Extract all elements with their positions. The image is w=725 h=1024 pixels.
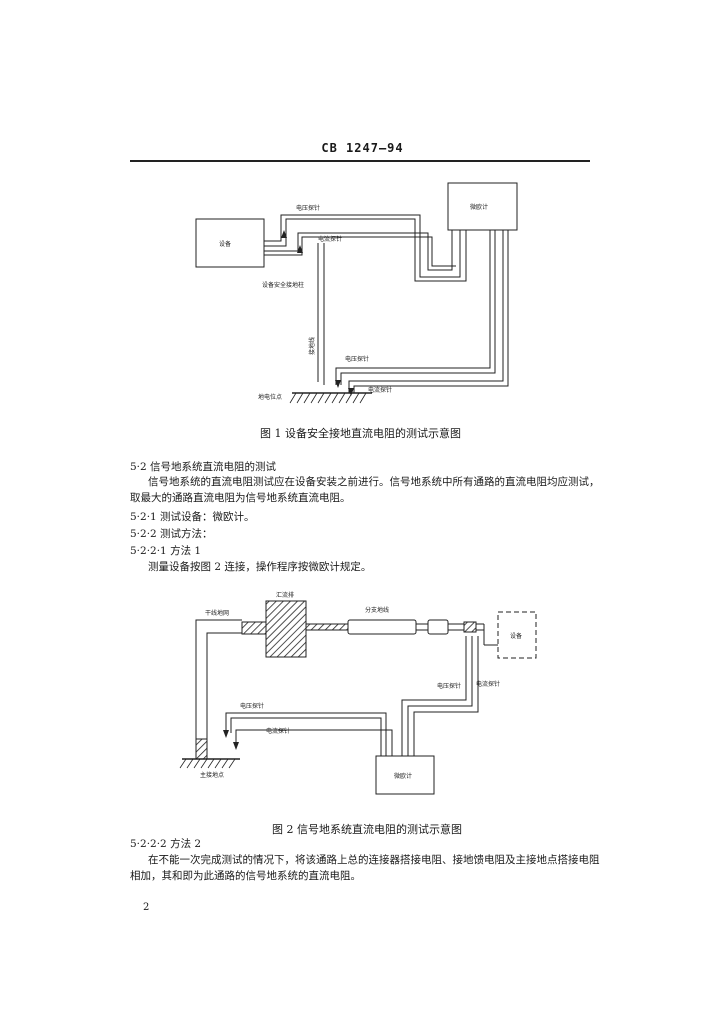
para1-line1: 信号地系统的直流电阻测试应在设备安装之前进行。信号地系统中所有通路的直流电阻均应… xyxy=(148,476,600,488)
fig1-label-voltage-probe-top: 电压探针 xyxy=(296,204,320,212)
method1-text: 测量设备按图 2 连接，操作程序按微欧计规定。 xyxy=(148,561,372,573)
subsection-5-2-1: 5·2·1 测试设备：微欧计。 xyxy=(130,511,255,523)
figure2-caption: 图 2 信号地系统直流电阻的测试示意图 xyxy=(272,823,462,836)
fig2-label-trunk: 干线地网 xyxy=(205,609,229,617)
fig2-label-branch-cable: 分支地线 xyxy=(365,606,389,614)
fig2-label-voltage-probe-right: 电压探针 xyxy=(437,682,461,690)
method2-line2: 相加，其和即为此通路的信号地系统的直流电阻。 xyxy=(130,870,361,882)
fig2-label-ohmmeter: 微欧计 xyxy=(394,772,412,780)
subsection-5-2-2-1: 5·2·2·1 方法 1 xyxy=(130,545,202,557)
subsection-5-2-2-2: 5·2·2·2 方法 2 xyxy=(130,838,202,850)
fig1-label-safety-terminal: 设备安全接地柱 xyxy=(262,281,304,289)
fig1-label-equipment: 设备 xyxy=(219,240,231,248)
fig1-label-ground-point: 地电位点 xyxy=(258,393,282,401)
header-rule xyxy=(130,160,590,162)
fig2-label-equipment: 设备 xyxy=(510,632,522,640)
fig2-ohmmeter-box xyxy=(375,755,435,795)
method2-line1: 在不能一次完成测试的情况下，将该通路上总的连接器搭接电阻、接地馈电阻及主接地点搭… xyxy=(148,854,600,866)
para1-line2: 取最大的通路直流电阻为信号地系统直流电阻。 xyxy=(130,492,351,504)
fig1-label-ohmmeter: 微欧计 xyxy=(470,203,488,211)
fig1-label-voltage-probe-bottom: 电压探针 xyxy=(345,355,369,363)
page-number: 2 xyxy=(143,902,150,913)
subsection-5-2-2: 5·2·2 测试方法： xyxy=(130,528,213,540)
fig2-equipment-box xyxy=(497,611,537,659)
fig1-equipment-box xyxy=(195,218,265,268)
section-heading: 5·2 信号地系统直流电阻的测试 xyxy=(130,461,277,473)
fig2-label-ground-point: 主接地点 xyxy=(200,771,224,779)
document-code: CB 1247—94 xyxy=(321,141,404,155)
figure1-caption: 图 1 设备安全接地直流电阻的测试示意图 xyxy=(260,427,461,440)
fig2-label-busbar: 汇流排 xyxy=(276,591,294,599)
fig2-label-current-probe-left: 电流探针 xyxy=(266,727,290,735)
fig2-label-current-probe-right: 电流探针 xyxy=(476,680,500,688)
fig1-label-current-probe-bottom: 电流探针 xyxy=(368,386,392,394)
fig2-label-voltage-probe-left: 电压探针 xyxy=(240,702,264,710)
fig1-label-current-probe-top: 电流探针 xyxy=(318,235,342,243)
fig1-ohmmeter-box xyxy=(447,182,518,231)
fig1-label-ground-wire: 接地线 xyxy=(308,337,316,355)
